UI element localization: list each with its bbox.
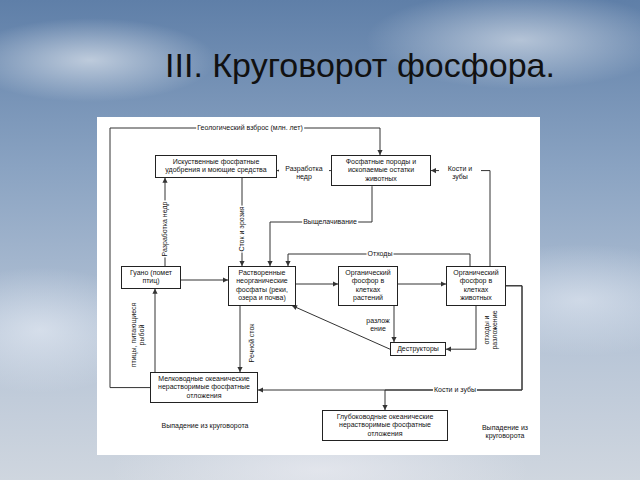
- flow-arrow: [152, 289, 157, 372]
- box-text: Органический фосфор в клетках растений: [342, 269, 394, 303]
- connector-line: [398, 284, 446, 285]
- flow-arrow: [237, 306, 242, 372]
- box-text: Глубоководные океанические нерастворимые…: [326, 413, 444, 438]
- process-box: Органический фосфор в клетках растений: [338, 266, 398, 306]
- arrow-head: [258, 387, 263, 392]
- flow-arrow: [181, 277, 228, 282]
- arrow-head: [446, 347, 451, 352]
- arrow-head: [162, 178, 167, 183]
- process-box: Искуственные фосфатные удобрения и моющи…: [155, 155, 277, 178]
- note-label: Выпадение из круговорота: [475, 424, 535, 440]
- edge-label: Выщелачивание: [302, 218, 358, 226]
- edge-label: Кости и зубы: [433, 386, 477, 394]
- flow-arrow: [398, 281, 446, 286]
- flow-arrow: [296, 281, 338, 286]
- edge-label: Отходы: [367, 250, 394, 258]
- edge-label: разложение: [364, 317, 392, 333]
- flow-arrow: [446, 306, 476, 352]
- box-text: Гуано (помет птиц): [125, 269, 177, 286]
- slide-title: III. Круговорот фосфора.: [150, 46, 570, 85]
- edge-label: Геологический взброс (млн. лет): [196, 124, 304, 132]
- connector-line: [181, 280, 228, 281]
- box-text: Растворенные неорганические фосфаты (рек…: [232, 269, 292, 303]
- connector-line: [394, 306, 395, 342]
- edge-label: отходы и разложение: [483, 309, 499, 351]
- process-box: Органический фосфор в клетках животных: [446, 266, 506, 306]
- process-box: Гуано (помет птиц): [121, 266, 181, 289]
- connector-line: [240, 306, 241, 372]
- box-text: Фосфатные породы и ископаемые остатки жи…: [335, 158, 427, 183]
- process-box: Деструкторы: [390, 342, 446, 356]
- edge-label: Кости и зубы: [439, 165, 481, 181]
- edge-label: Разработка недр: [279, 165, 329, 181]
- box-text: Деструкторы: [394, 345, 442, 353]
- edge-label: птицы, питающиеся рыбой: [130, 299, 146, 371]
- arrow-head: [292, 305, 298, 310]
- edge-label: Сток и эрозия: [238, 205, 246, 252]
- connector-line: [296, 284, 338, 285]
- flow-arrow: [431, 168, 490, 266]
- box-text: Мелководные океанические нерастворимые ф…: [154, 375, 254, 400]
- connector-line: [431, 171, 490, 266]
- edge-label: Речной сток: [248, 323, 256, 364]
- connector-line: [155, 289, 156, 372]
- process-box: Мелководные океанические нерастворимые ф…: [150, 372, 258, 403]
- flow-arrow: [391, 306, 396, 342]
- edge-label: Разработка недр: [161, 201, 169, 258]
- connector-line: [446, 306, 476, 350]
- note-label: Выпадение из круговорота: [162, 422, 249, 430]
- process-box: Фосфатные породы и ископаемые остатки жи…: [331, 155, 431, 186]
- arrow-head: [152, 289, 157, 294]
- process-box: Растворенные неорганические фосфаты (рек…: [228, 266, 296, 306]
- box-text: Искуственные фосфатные удобрения и моющи…: [159, 158, 273, 175]
- box-text: Органический фосфор в клетках животных: [450, 269, 502, 303]
- arrow-head: [431, 168, 436, 173]
- process-box: Глубоководные океанические нерастворимые…: [322, 410, 448, 441]
